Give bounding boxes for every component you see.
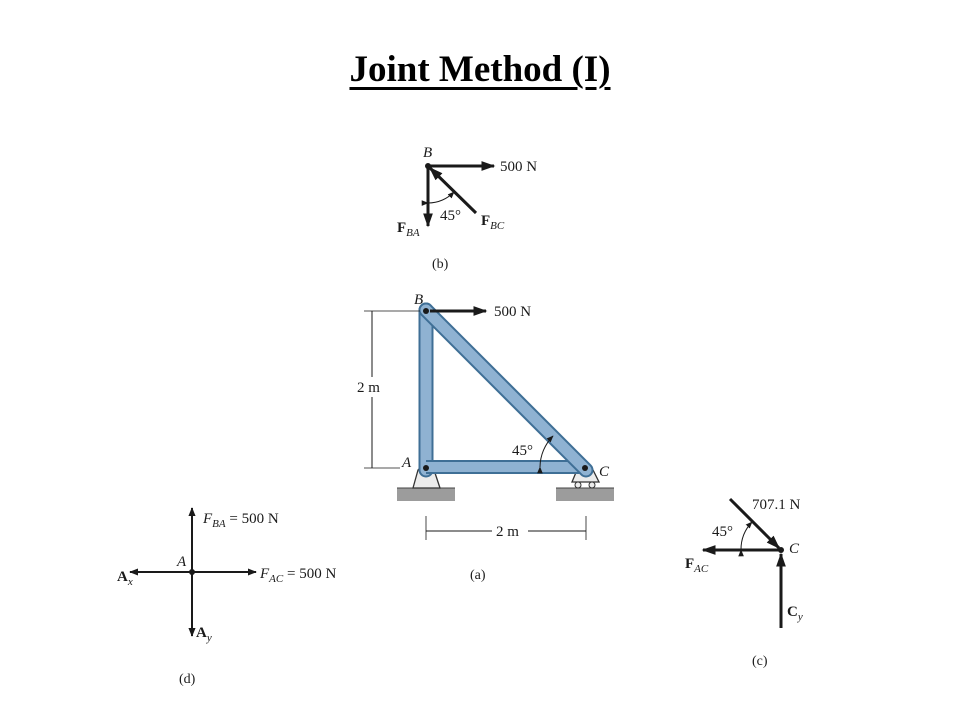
fb-caption: (b) bbox=[432, 257, 449, 272]
fc-cy-label: Cy bbox=[787, 604, 803, 623]
fc-cy-main: C bbox=[787, 604, 798, 620]
fd-ax-main: A bbox=[117, 569, 128, 585]
fc-caption: (c) bbox=[752, 654, 768, 669]
fb-joint-b-label: B bbox=[423, 145, 432, 161]
fa-joint-b-label: B bbox=[414, 292, 423, 308]
fa-roller-c1 bbox=[574, 481, 582, 489]
fd-ay-label: Ay bbox=[196, 625, 212, 644]
fc-force-label: 707.1 N bbox=[752, 497, 801, 513]
fc-force-arrow bbox=[728, 497, 781, 550]
fd-fac-main: F bbox=[259, 566, 270, 582]
fa-ground-a bbox=[397, 488, 455, 501]
fa-joint-c-label: C bbox=[599, 464, 610, 480]
fa-pin-a bbox=[423, 465, 429, 471]
fa-angle-label: 45° bbox=[512, 443, 533, 459]
fc-angle-arc bbox=[738, 521, 753, 557]
fb-angle-arc bbox=[421, 191, 455, 206]
fd-fac-label: FAC = 500 N bbox=[259, 566, 336, 585]
fa-load-label: 500 N bbox=[494, 304, 531, 320]
fc-fac-label: FAC bbox=[685, 556, 709, 575]
figure-d-joint-a-fbd: A FBA = 500 N FAC = 500 N Ax Ay (d) bbox=[117, 507, 336, 687]
fa-angle-arc bbox=[537, 435, 554, 474]
fc-joint-label: C bbox=[789, 541, 800, 557]
fb-fba-label: FBA bbox=[397, 220, 420, 239]
fb-fbc-main: F bbox=[481, 213, 490, 229]
fb-fbc-arrow bbox=[428, 166, 478, 215]
fd-fac-sub: AC bbox=[268, 573, 284, 585]
fa-caption: (a) bbox=[470, 568, 486, 583]
figure-c-joint-c-fbd: C 707.1 N 45° FAC Cy (c) bbox=[685, 497, 803, 669]
fd-fba-main: F bbox=[202, 511, 213, 527]
fb-fba-main: F bbox=[397, 220, 406, 236]
fd-ax-sub: x bbox=[127, 576, 133, 588]
figure-b-joint-b-fbd: B 500 N 45° FBC FBA (b) bbox=[397, 145, 537, 272]
fa-joint-a-label: A bbox=[401, 455, 412, 471]
fc-fac-sub: AC bbox=[693, 563, 709, 575]
fb-joint-b-dot bbox=[425, 163, 431, 169]
fa-ground-c bbox=[556, 488, 614, 501]
fc-joint-dot bbox=[778, 547, 784, 553]
fa-height-label: 2 m bbox=[357, 380, 380, 396]
fa-dim-height-gap bbox=[360, 377, 384, 397]
fc-cy-sub: y bbox=[797, 611, 803, 623]
fb-angle-label: 45° bbox=[440, 208, 461, 224]
fa-pin-b bbox=[423, 308, 429, 314]
fd-ay-sub: y bbox=[206, 632, 212, 644]
fd-fba-sub: BA bbox=[212, 518, 226, 530]
fa-roller-c2 bbox=[588, 481, 596, 489]
fd-joint-label: A bbox=[176, 554, 187, 570]
fb-fbc-label: FBC bbox=[481, 213, 505, 232]
fd-ay-main: A bbox=[196, 625, 207, 641]
fb-fbc-sub: BC bbox=[490, 220, 505, 232]
fa-pin-c bbox=[582, 465, 588, 471]
slide-title: Joint Method (I) bbox=[349, 49, 611, 90]
fd-fba-value: = 500 N bbox=[226, 511, 279, 527]
fd-fba-label: FBA = 500 N bbox=[202, 511, 279, 530]
fc-angle-label: 45° bbox=[712, 524, 733, 540]
fa-width-label: 2 m bbox=[496, 524, 519, 540]
fb-load-label: 500 N bbox=[500, 159, 537, 175]
fd-fac-value: = 500 N bbox=[283, 566, 336, 582]
fa-dim-width-gap bbox=[492, 522, 528, 540]
fd-ax-label: Ax bbox=[117, 569, 133, 588]
fc-fac-main: F bbox=[685, 556, 694, 572]
figure-a-truss: 500 N B A C 45° 2 m 2 m (a) bbox=[357, 292, 614, 583]
fb-fba-sub: BA bbox=[406, 227, 420, 239]
fd-joint-dot bbox=[189, 569, 195, 575]
fd-caption: (d) bbox=[179, 672, 196, 687]
fa-member-bc bbox=[420, 304, 592, 476]
